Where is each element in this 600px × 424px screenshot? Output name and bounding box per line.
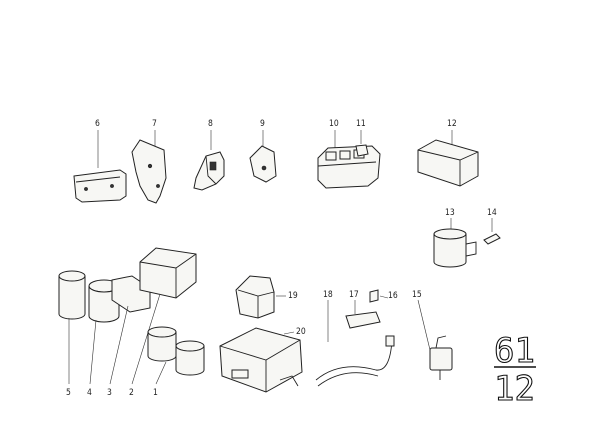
part-15-sensor[interactable] <box>417 299 453 380</box>
label-19: 19 <box>288 291 298 301</box>
label-12: 12 <box>447 119 457 129</box>
part-1-twin-relay[interactable] <box>147 326 205 385</box>
label-4: 4 <box>87 388 92 398</box>
label-10: 10 <box>329 119 339 129</box>
label-18: 18 <box>323 290 333 300</box>
label-11: 11 <box>356 119 366 129</box>
part-9-clip-bracket[interactable] <box>249 130 277 183</box>
part-11-clip[interactable] <box>355 130 369 157</box>
part-6-mounting-strip[interactable] <box>73 130 127 203</box>
label-7: 7 <box>152 119 157 129</box>
label-2: 2 <box>129 388 134 398</box>
section-code-bottom: 12 <box>494 369 535 409</box>
part-18-wire-harness[interactable] <box>315 300 395 387</box>
part-13-cylinder-relay[interactable] <box>433 218 477 268</box>
label-16: 16 <box>388 291 398 301</box>
part-16-connector[interactable] <box>369 289 389 303</box>
section-code: 61 12 <box>493 330 536 410</box>
part-10-relay-block[interactable] <box>317 130 381 189</box>
label-14: 14 <box>487 208 497 218</box>
label-13: 13 <box>445 208 455 218</box>
part-14-screw[interactable] <box>483 218 501 245</box>
label-5: 5 <box>66 388 71 398</box>
label-17: 17 <box>349 290 359 300</box>
part-7-bracket-plate[interactable] <box>131 130 167 204</box>
part-20-control-unit[interactable] <box>219 327 303 393</box>
part-3-relay[interactable] <box>109 275 151 385</box>
part-labels: 6 7 8 9 10 11 12 13 14 15 16 17 18 19 20… <box>66 119 497 398</box>
part-2-large-relay[interactable] <box>131 247 197 385</box>
label-3: 3 <box>107 388 112 398</box>
label-9: 9 <box>260 119 265 129</box>
part-8-relay-bracket[interactable] <box>193 130 225 191</box>
part-12-relay-housing[interactable] <box>417 130 479 187</box>
part-17-connector-block[interactable] <box>345 300 381 329</box>
label-8: 8 <box>208 119 213 129</box>
part-5-cylinder-relay[interactable] <box>58 270 86 384</box>
label-20: 20 <box>296 327 306 337</box>
label-1: 1 <box>153 388 158 398</box>
label-6: 6 <box>95 119 100 129</box>
section-code-top: 61 <box>494 331 535 371</box>
label-15: 15 <box>412 290 422 300</box>
part-19-relay[interactable] <box>235 275 286 319</box>
